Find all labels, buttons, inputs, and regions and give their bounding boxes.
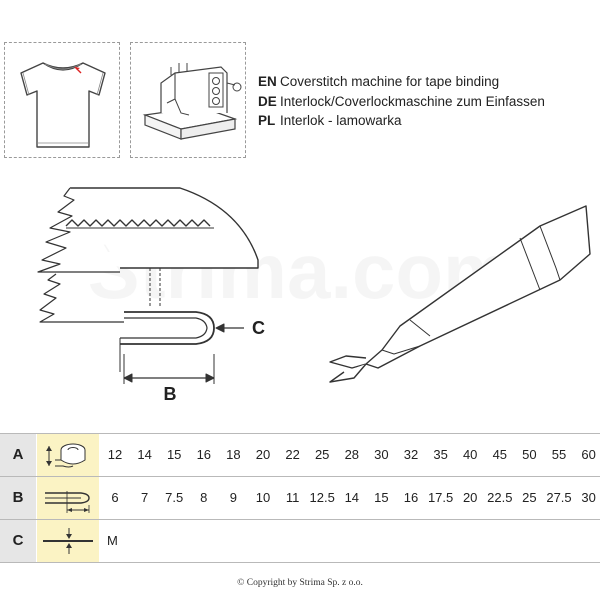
size-value: 50 <box>522 447 537 462</box>
size-value: 15 <box>166 447 182 462</box>
size-value: 22.5 <box>487 490 513 505</box>
size-value: 11 <box>285 490 300 505</box>
fabric-cross-section <box>37 187 259 384</box>
size-value: 12 <box>107 447 123 462</box>
size-value: 16 <box>403 490 419 505</box>
size-value: 40 <box>462 447 478 462</box>
row-label: C <box>0 520 36 562</box>
size-value: 14 <box>344 490 360 505</box>
size-value: 28 <box>344 447 360 462</box>
tape-binder-attachment-icon <box>329 205 591 383</box>
table-row-b: B 6 7 7.5 8 9 10 11 12.5 14 15 16 17.5 20 22.5 25 27.5 3… <box>0 476 600 519</box>
size-value: 60 <box>581 447 596 462</box>
row-values: 6 7 7.5 8 9 10 11 12.5 14 15 16 17.5 20 22.5 25 27.5 30 <box>100 477 596 519</box>
coverstitch-machine-icon <box>142 63 242 140</box>
size-value: 25 <box>522 490 537 505</box>
table-row-c: C M <box>0 519 600 563</box>
copyright-notice: © Copyright by Strima Sp. z o.o. <box>237 578 363 588</box>
size-value: 20 <box>255 447 271 462</box>
size-value: 7.5 <box>165 490 184 505</box>
size-value: 30 <box>374 447 389 462</box>
size-value: 9 <box>229 490 237 505</box>
lang-code: DE <box>258 93 277 109</box>
machine-thumbnail <box>130 42 246 158</box>
dimension-b-label: B <box>164 384 177 404</box>
tshirt-icon <box>20 62 106 148</box>
binding-diagram: Strima.com B C <box>37 187 591 404</box>
row-label: B <box>0 477 36 519</box>
description-text: Interlok - lamowarka <box>280 113 402 128</box>
tape-thickness-icon <box>43 528 93 554</box>
description-text: Coverstitch machine for tape binding <box>280 74 500 89</box>
size-value: 30 <box>581 490 596 505</box>
size-value: 17.5 <box>427 490 454 505</box>
row-icon-cell <box>37 434 99 476</box>
size-value: 15 <box>374 490 389 505</box>
size-value: 35 <box>433 447 448 462</box>
description-pl: PL Interlok - lamowarka <box>258 111 545 131</box>
size-value: 18 <box>226 447 241 462</box>
lang-code: PL <box>258 113 276 128</box>
size-value: 27.5 <box>546 490 572 505</box>
size-value: 6 <box>111 490 119 505</box>
size-value: 55 <box>551 447 567 462</box>
size-value: 25 <box>314 447 330 462</box>
row-label: A <box>0 434 36 476</box>
size-value: 22 <box>285 447 300 462</box>
lang-code: EN <box>258 74 277 89</box>
table-row-a: A 12 14 15 16 18 20 22 25 28 30 32 35 40 45 50 55 60 <box>0 433 600 476</box>
size-value: 16 <box>196 447 212 462</box>
description-text: Interlock/Coverlockmaschine zum Einfasse… <box>280 93 545 109</box>
size-value: 32 <box>403 447 419 462</box>
row-values: 12 14 15 16 18 20 22 25 28 30 32 35 40 45 50 55 60 <box>100 434 596 476</box>
size-value: 12.5 <box>309 490 335 505</box>
dimension-c-label: C <box>252 318 265 338</box>
row-icon-cell <box>37 477 99 519</box>
size-value: 14 <box>137 447 152 462</box>
size-value: 45 <box>492 447 508 462</box>
tape-roll-icon <box>46 443 86 468</box>
dimension-table: A 12 14 15 16 18 20 22 25 28 30 32 35 40 45 50 55 60 B <box>0 433 600 563</box>
row-icon-cell <box>37 520 99 562</box>
tshirt-thumbnail <box>4 42 120 158</box>
folded-tape-width-icon <box>45 491 90 513</box>
thickness-value: M <box>107 533 118 548</box>
size-value: 10 <box>255 490 271 505</box>
size-value: 20 <box>462 490 478 505</box>
size-value: 7 <box>140 490 149 505</box>
size-value: 8 <box>200 490 208 505</box>
